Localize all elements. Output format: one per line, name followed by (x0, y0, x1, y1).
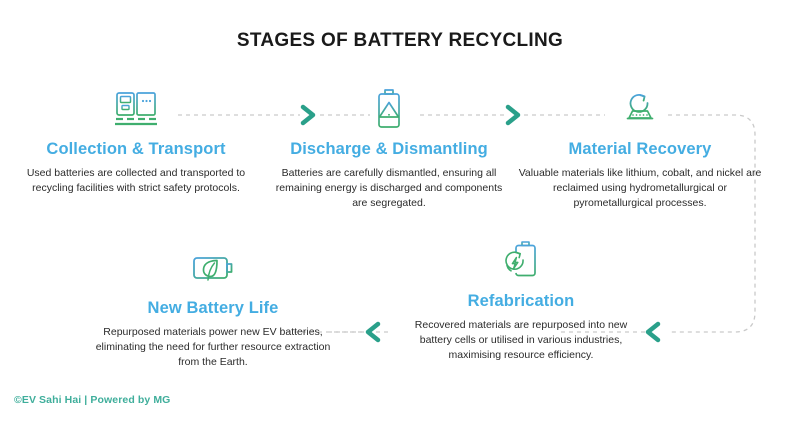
arrow-stage2-to-stage3 (505, 104, 521, 126)
footer-credit: ©EV Sahi Hai | Powered by MG (14, 394, 171, 406)
stage-description: Recovered materials are repurposed into … (414, 319, 628, 362)
arrow-stage4-to-stage5 (365, 321, 381, 343)
stage-discharge-dismantling: Discharge & Dismantling Batteries are ca… (270, 84, 508, 212)
stage-description: Valuable materials like lithium, cobalt,… (518, 167, 762, 210)
stage-heading: Material Recovery (568, 140, 712, 158)
truck-icon (18, 84, 254, 134)
furnace-recycle-icon (518, 84, 762, 134)
stage-description: Used batteries are collected and transpo… (26, 167, 246, 195)
arrow-stage3-to-stage4 (645, 321, 661, 343)
stage-new-battery-life: New Battery Life Repurposed materials po… (92, 243, 334, 371)
stage-description: Repurposed materials power new EV batter… (95, 326, 331, 369)
stage-heading: Refabrication (467, 292, 575, 310)
stage-heading: New Battery Life (147, 299, 279, 317)
stage-description: Batteries are carefully dismantled, ensu… (275, 167, 503, 210)
battery-warning-icon (270, 84, 508, 134)
stage-material-recovery: Material Recovery Valuable materials lik… (518, 84, 762, 212)
stage-collection-transport: Collection & Transport Used batteries ar… (18, 84, 254, 196)
stage-refabrication: Refabrication Recovered materials are re… (400, 236, 642, 364)
page-title: STAGES OF BATTERY RECYCLING (236, 30, 564, 51)
stage-heading: Collection & Transport (46, 140, 226, 158)
battery-leaf-icon (92, 243, 334, 293)
battery-recycle-bolt-icon (400, 236, 642, 286)
stage-heading: Discharge & Dismantling (290, 140, 488, 158)
